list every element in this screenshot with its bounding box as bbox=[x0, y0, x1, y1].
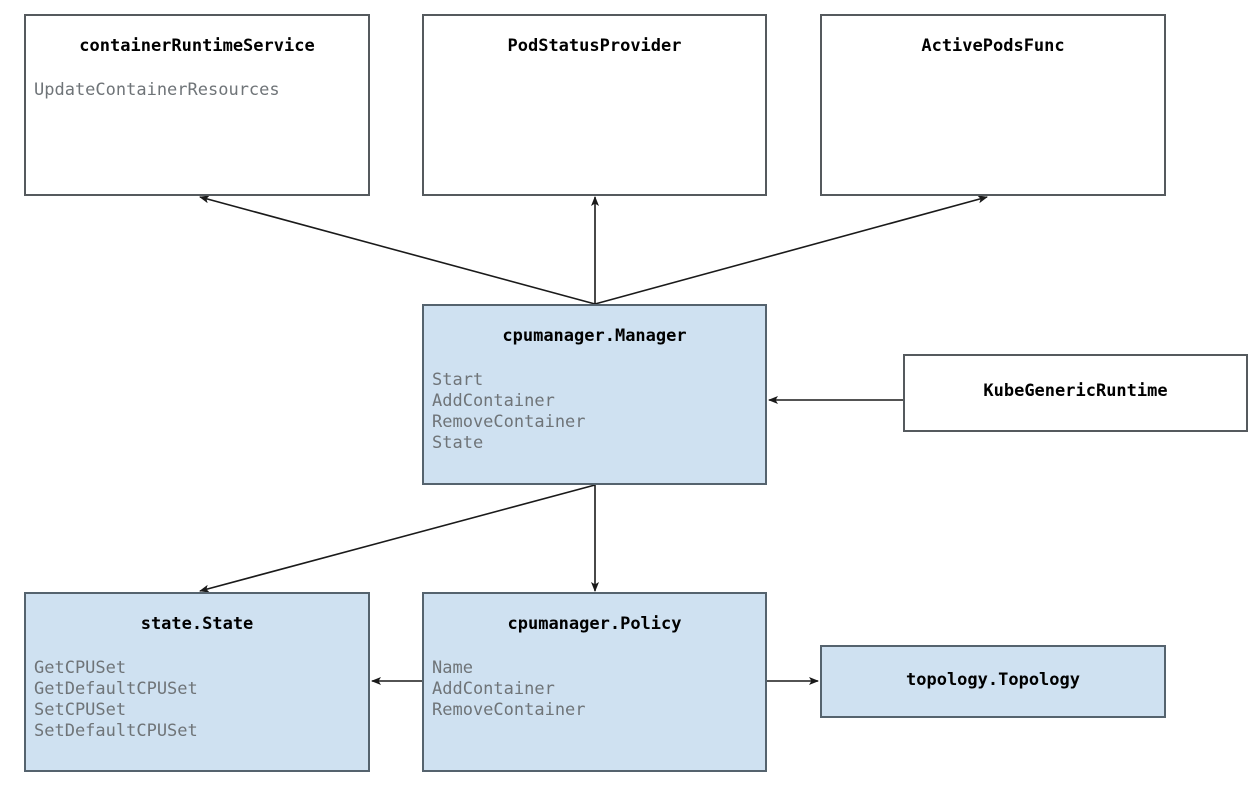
class-node-member: Name bbox=[432, 658, 473, 678]
class-node-member: AddContainer bbox=[432, 391, 555, 411]
edge-manager-to-active-pods-func bbox=[594, 195, 988, 305]
class-node-member: Start bbox=[432, 370, 484, 390]
class-node-title: containerRuntimeService bbox=[79, 36, 315, 56]
edge-manager-to-container-runtime-service bbox=[199, 195, 596, 305]
class-node-active-pods-func[interactable]: ActivePodsFunc bbox=[820, 14, 1166, 196]
class-node-member: RemoveContainer bbox=[432, 412, 586, 432]
class-node-member: State bbox=[432, 433, 484, 453]
class-node-pod-status-provider[interactable]: PodStatusProvider bbox=[422, 14, 767, 196]
class-node-member: AddContainer bbox=[432, 679, 555, 699]
class-node-title: topology.Topology bbox=[906, 670, 1080, 690]
class-node-member: UpdateContainerResources bbox=[34, 80, 280, 100]
class-node-topology-topology[interactable]: topology.Topology bbox=[820, 645, 1166, 718]
class-node-title: KubeGenericRuntime bbox=[983, 381, 1168, 401]
class-node-title: ActivePodsFunc bbox=[921, 36, 1065, 56]
class-node-member-list: UpdateContainerResources bbox=[26, 80, 368, 101]
edge-manager-to-state-state bbox=[199, 484, 596, 593]
class-node-member: GetCPUSet bbox=[34, 658, 127, 678]
class-node-member: SetCPUSet bbox=[34, 700, 127, 720]
class-node-member: SetDefaultCPUSet bbox=[34, 721, 198, 741]
class-node-member: RemoveContainer bbox=[432, 700, 586, 720]
class-node-title: cpumanager.Manager bbox=[502, 326, 687, 346]
class-node-title: PodStatusProvider bbox=[507, 36, 682, 56]
class-node-kube-generic-runtime[interactable]: KubeGenericRuntime bbox=[903, 354, 1248, 432]
class-node-title: cpumanager.Policy bbox=[507, 614, 682, 634]
class-node-member: GetDefaultCPUSet bbox=[34, 679, 198, 699]
class-node-title: state.State bbox=[140, 614, 254, 634]
